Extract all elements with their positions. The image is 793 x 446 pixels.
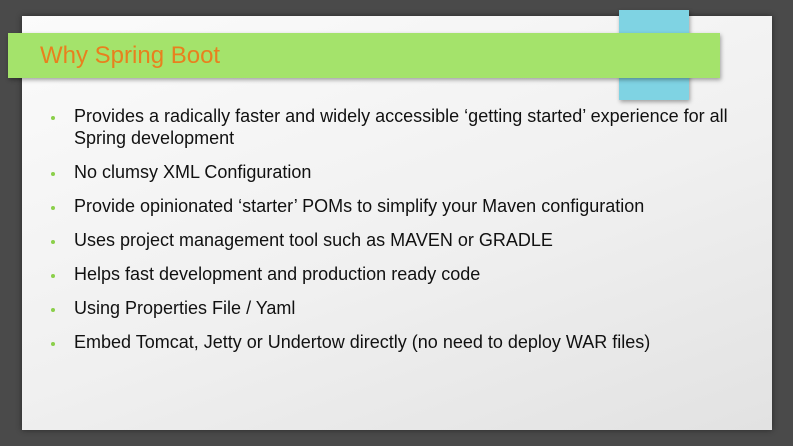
bullet-marker-icon	[51, 172, 55, 176]
bullet-item: Helps fast development and production re…	[51, 263, 752, 285]
slide-title: Why Spring Boot	[40, 42, 221, 69]
bullet-item: Using Properties File / Yaml	[51, 297, 752, 319]
bullet-text: Uses project management tool such as MAV…	[74, 230, 553, 250]
bullet-list: Provides a radically faster and widely a…	[51, 105, 752, 365]
bullet-item: Provide opinionated ‘starter’ POMs to si…	[51, 195, 752, 217]
bullet-text: Provide opinionated ‘starter’ POMs to si…	[74, 196, 645, 216]
bullet-text: Embed Tomcat, Jetty or Undertow directly…	[74, 332, 651, 352]
bullet-item: Embed Tomcat, Jetty or Undertow directly…	[51, 331, 752, 353]
title-bar: Why Spring Boot	[8, 33, 720, 78]
bullet-marker-icon	[51, 308, 55, 312]
bullet-text: Helps fast development and production re…	[74, 264, 481, 284]
bullet-text: Using Properties File / Yaml	[74, 298, 296, 318]
bullet-marker-icon	[51, 116, 55, 120]
bullet-marker-icon	[51, 240, 55, 244]
bullet-marker-icon	[51, 342, 55, 346]
bullet-item: Provides a radically faster and widely a…	[51, 105, 752, 149]
bullet-item: Uses project management tool such as MAV…	[51, 229, 752, 251]
bullet-text: Provides a radically faster and widely a…	[74, 106, 728, 148]
bullet-text: No clumsy XML Configuration	[74, 162, 312, 182]
bullet-marker-icon	[51, 206, 55, 210]
bullet-marker-icon	[51, 274, 55, 278]
bullet-item: No clumsy XML Configuration	[51, 161, 752, 183]
